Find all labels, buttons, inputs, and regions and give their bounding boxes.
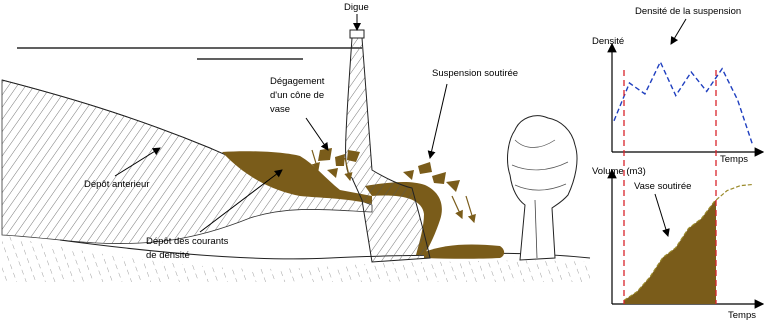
density-y-label: Densité: [592, 36, 624, 47]
valley-slope: [2, 80, 372, 244]
label-depot-anterieur: Dépôt anterieur: [84, 179, 149, 190]
tree-illustration: [508, 116, 578, 260]
dam-crest: [350, 30, 364, 38]
density-title: Densité de la suspension: [635, 6, 741, 17]
label-suspension-soutiree: Suspension soutirée: [432, 68, 518, 79]
density-series-line: [614, 62, 753, 146]
volume-x-label: Temps: [728, 310, 756, 321]
label-digue: Digue: [344, 2, 369, 13]
pointer-degagement: [306, 118, 328, 150]
label-degagement-1: Dégagement: [270, 76, 325, 87]
dam-body: [346, 38, 430, 262]
downstream-deposit: [424, 244, 504, 258]
density-x-label: Temps: [720, 154, 748, 165]
density-title-pointer: [671, 19, 686, 44]
volume-y-label: Volume (m3): [592, 166, 646, 177]
label-depot-courants-2: de densité: [146, 250, 190, 261]
label-degagement-3: vase: [270, 104, 290, 115]
volume-title: Vase soutirée: [634, 181, 691, 192]
label-depot-courants-1: Dépôt des courants: [146, 236, 229, 247]
label-degagement-2: d'un cône de: [270, 90, 324, 101]
pointer-suspension: [430, 84, 447, 158]
volume-title-pointer: [655, 194, 668, 236]
